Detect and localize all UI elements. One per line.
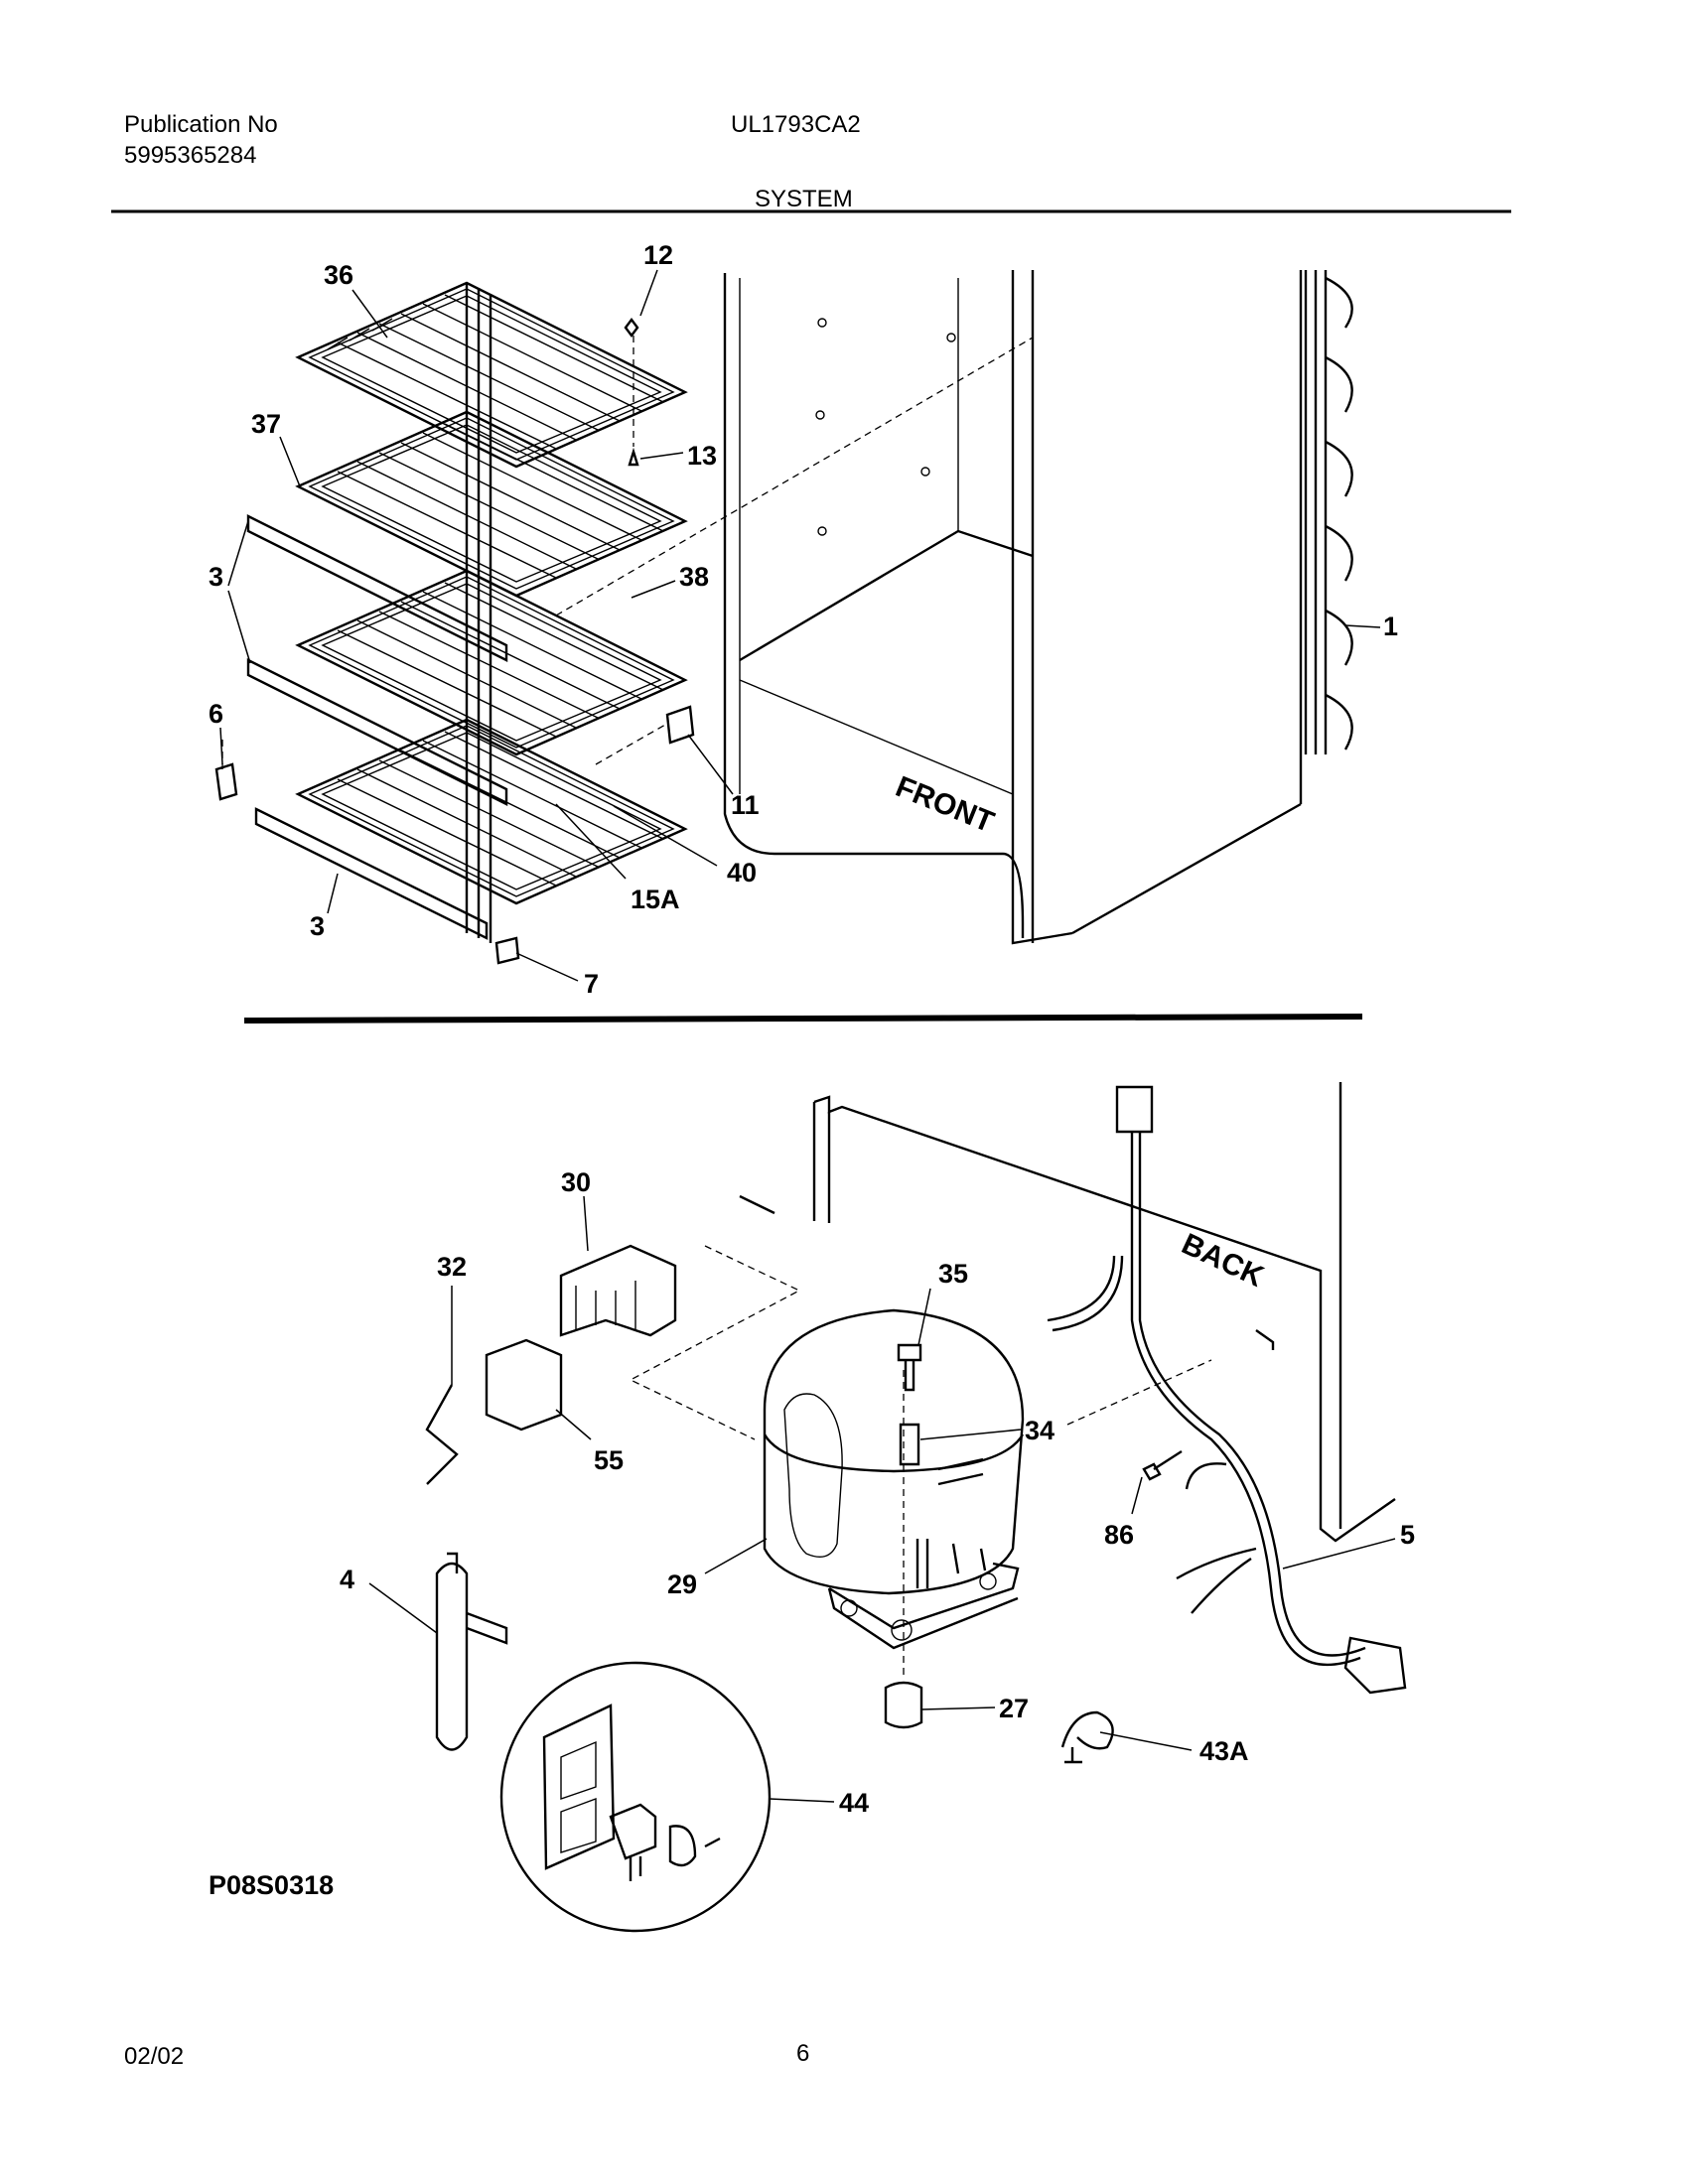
footer-date: 02/02: [124, 2043, 185, 2070]
label-30: 30: [561, 1167, 591, 1197]
label-5: 5: [1400, 1520, 1415, 1550]
label-44: 44: [839, 1788, 869, 1818]
label-55: 55: [594, 1445, 624, 1475]
publication-number: 5995365284: [124, 142, 257, 169]
label-35: 35: [938, 1259, 968, 1289]
screw-12: [624, 318, 639, 338]
label-7: 7: [584, 969, 599, 999]
label-40: 40: [727, 858, 757, 887]
side-rail-upper: [246, 514, 508, 662]
label-86: 86: [1104, 1520, 1134, 1550]
label-3-upper: 3: [209, 562, 223, 592]
label-34: 34: [1025, 1416, 1055, 1445]
screw-13: [628, 447, 639, 467]
clip-6: [214, 762, 238, 801]
bracket-11: [665, 705, 695, 745]
label-1: 1: [1383, 612, 1398, 641]
side-rail-middle: [246, 658, 508, 806]
shelf-40: [295, 718, 688, 905]
capacitor: [485, 1338, 563, 1432]
power-cord: [1047, 1085, 1407, 1695]
clip-7: [494, 936, 520, 965]
label-3-lower: 3: [310, 911, 325, 941]
upper-callouts: 36 12 13 37 38 3 6 1 11 40 15A 3 7: [209, 240, 1398, 999]
publication-label: Publication No: [124, 111, 278, 138]
condenser-coil: [1304, 270, 1353, 754]
manifold-tubes: [465, 283, 492, 943]
compressor: [763, 1308, 1025, 1650]
outlet-detail: [499, 1661, 772, 1933]
clamp-43a: [1060, 1710, 1114, 1764]
wire-32: [425, 1384, 459, 1485]
section-divider: [243, 1014, 1363, 1024]
filter-drier: [435, 1552, 508, 1751]
label-32: 32: [437, 1252, 467, 1282]
page-number: 6: [796, 2040, 810, 2067]
drawing-code: P08S0318: [209, 1870, 335, 1900]
label-15a: 15A: [631, 885, 680, 914]
cabinet-liner: FRONT: [723, 270, 1303, 945]
screw-86: [1142, 1449, 1183, 1481]
label-12: 12: [643, 240, 673, 270]
compressor-compartment: BACK: [629, 1082, 1396, 1543]
evaporator-shelf-assembly: [214, 281, 1034, 965]
label-11: 11: [731, 790, 760, 820]
label-27: 27: [999, 1694, 1029, 1723]
front-label: FRONT: [891, 770, 998, 839]
label-13: 13: [687, 441, 717, 471]
label-38: 38: [679, 562, 709, 592]
model-number: UL1793CA2: [731, 111, 861, 138]
label-29: 29: [667, 1570, 697, 1599]
grommet: [884, 1681, 923, 1729]
label-43a: 43A: [1199, 1736, 1249, 1766]
side-rail-lower: [254, 807, 489, 940]
relay: [559, 1244, 677, 1337]
label-36: 36: [324, 260, 353, 290]
label-4: 4: [340, 1565, 354, 1594]
label-6: 6: [209, 699, 223, 729]
section-title: SYSTEM: [755, 186, 853, 212]
label-37: 37: [251, 409, 281, 439]
lower-callouts: 30 32 55 35 34 29 4 27 43A 86 5 44: [340, 1167, 1415, 1818]
